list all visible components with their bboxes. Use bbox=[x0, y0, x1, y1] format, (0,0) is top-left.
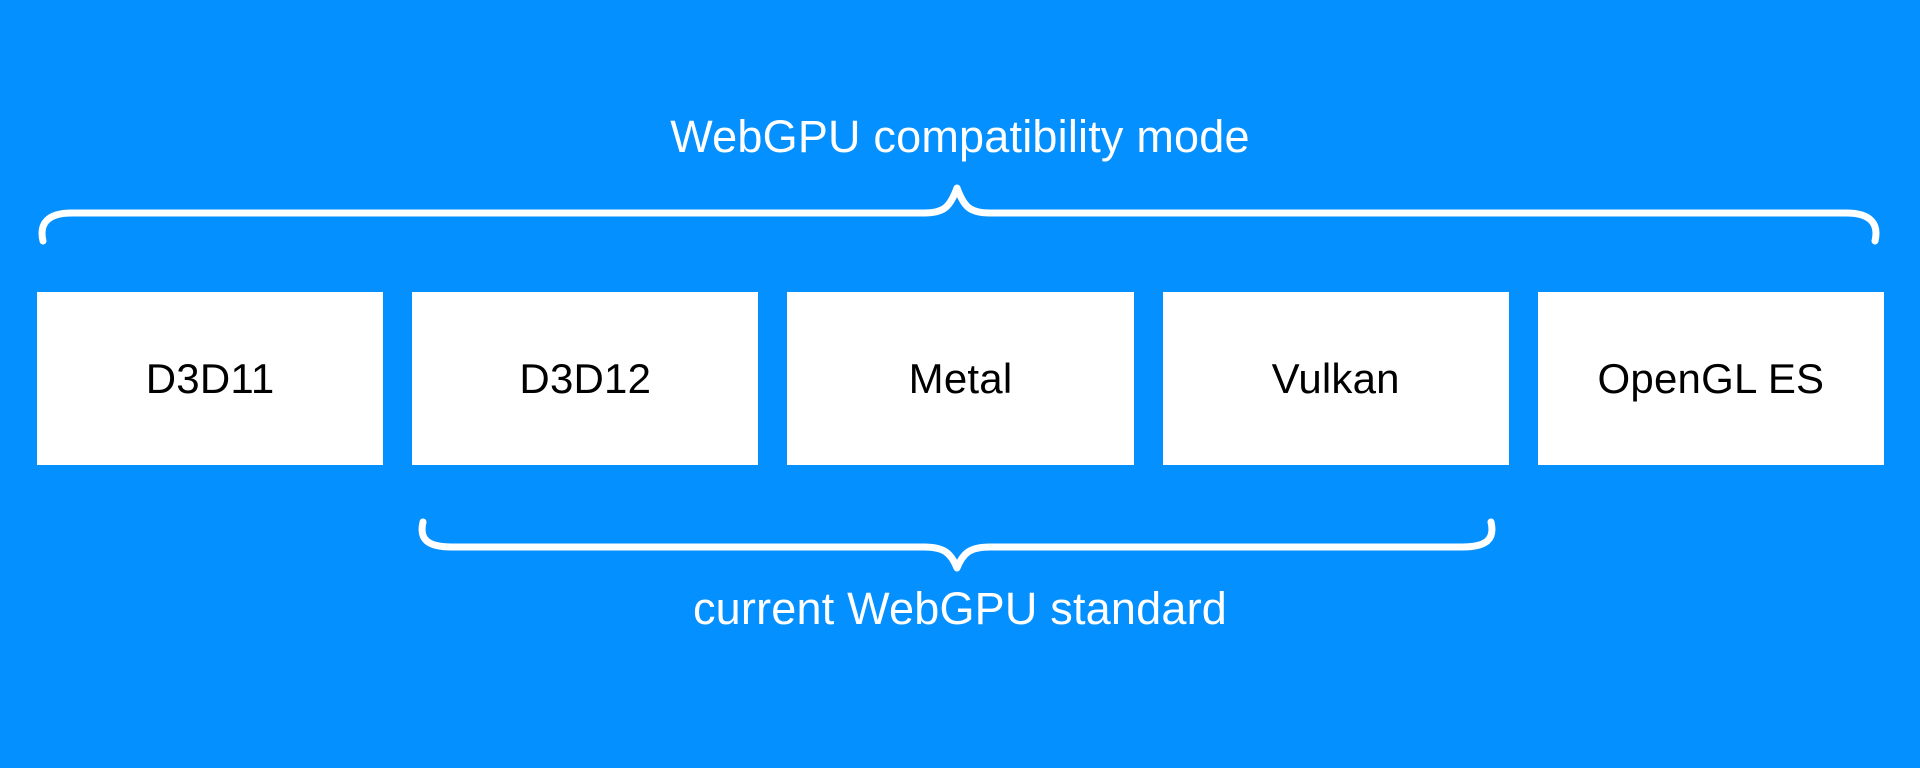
api-box-opengl-es: OpenGL ES bbox=[1537, 292, 1885, 465]
api-box-label: OpenGL ES bbox=[1597, 354, 1825, 402]
api-box-d3d12: D3D12 bbox=[412, 292, 759, 465]
api-box-label: D3D11 bbox=[145, 354, 275, 402]
api-box-d3d11: D3D11 bbox=[37, 292, 384, 465]
bottom-brace-label: current WebGPU standard bbox=[692, 583, 1227, 634]
api-box-label: D3D12 bbox=[519, 354, 652, 402]
bottom-brace bbox=[418, 518, 1496, 572]
api-box-label: Vulkan bbox=[1271, 354, 1400, 402]
api-boxes-row: D3D11 D3D12 Metal Vulkan OpenGL ES bbox=[37, 292, 1885, 465]
api-box-metal: Metal bbox=[787, 292, 1134, 465]
api-box-vulkan: Vulkan bbox=[1162, 292, 1509, 465]
top-brace-label: WebGPU compatibility mode bbox=[670, 111, 1250, 162]
top-brace bbox=[38, 184, 1880, 245]
api-box-label: Metal bbox=[908, 354, 1013, 402]
